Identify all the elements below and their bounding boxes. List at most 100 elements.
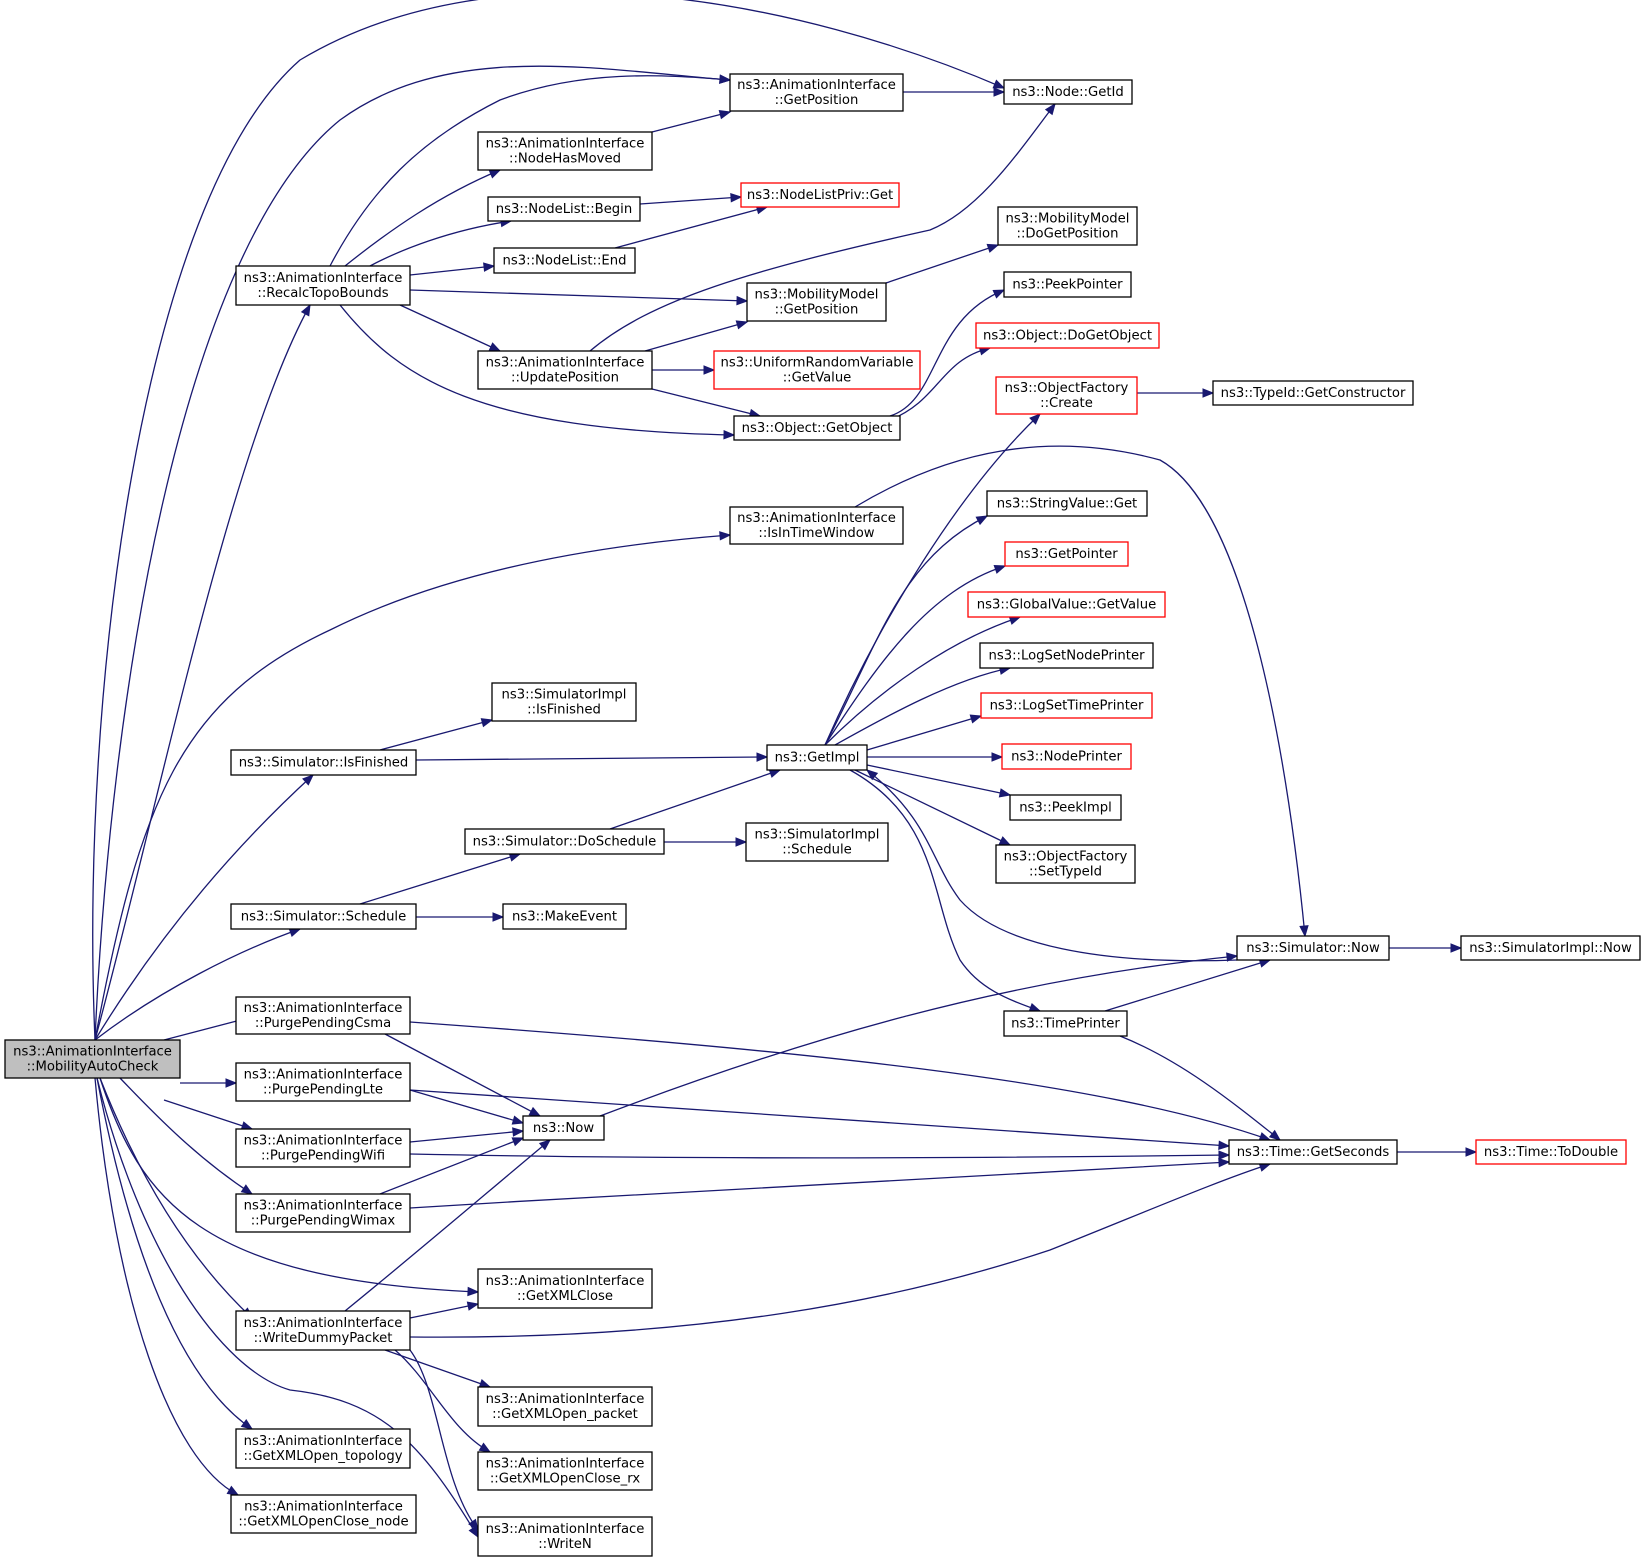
node-svg[interactable]: ns3::StringValue::Get bbox=[986, 490, 1148, 517]
node-siif[interactable]: ns3::SimulatorImpl::IsFinished bbox=[491, 682, 637, 722]
node-mac[interactable]: ns3::AnimationInterface::MobilityAutoChe… bbox=[4, 1039, 181, 1079]
node-box bbox=[1009, 794, 1122, 821]
node-gxc[interactable]: ns3::AnimationInterface::GetXMLClose bbox=[477, 1268, 653, 1309]
node-aigp[interactable]: ns3::AnimationInterface::GetPosition bbox=[729, 73, 904, 112]
node-label: ns3::AnimationInterface bbox=[486, 1457, 645, 1472]
node-mmgp[interactable]: ns3::MobilityModel::GetPosition bbox=[746, 282, 887, 322]
node-label: ns3::Node::GetId bbox=[1012, 85, 1124, 100]
node-up[interactable]: ns3::AnimationInterface::UpdatePosition bbox=[477, 350, 653, 390]
edge-nhm-to-aigp bbox=[651, 111, 731, 133]
node-ofc[interactable]: ns3::ObjectFactory::Create bbox=[995, 376, 1138, 415]
node-wdp[interactable]: ns3::AnimationInterface::WriteDummyPacke… bbox=[235, 1310, 411, 1351]
node-pp[interactable]: ns3::PeekPointer bbox=[1003, 271, 1132, 298]
node-nhm[interactable]: ns3::AnimationInterface::NodeHasMoved bbox=[477, 131, 653, 171]
node-wn[interactable]: ns3::AnimationInterface::WriteN bbox=[477, 1516, 653, 1557]
edge-ppwm-to-tgs bbox=[409, 1161, 1230, 1209]
edge-gi-to-lstp bbox=[866, 715, 982, 751]
node-now[interactable]: ns3::Now bbox=[522, 1115, 605, 1141]
node-gxocr[interactable]: ns3::AnimationInterface::GetXMLOpenClose… bbox=[477, 1451, 653, 1491]
node-box bbox=[1460, 935, 1641, 961]
node-nle[interactable]: ns3::NodeList::End bbox=[493, 247, 636, 274]
edge-mac-to-ppwf bbox=[163, 1099, 253, 1130]
edge-mac-to-aigp bbox=[94, 65, 731, 1041]
node-label: ns3::Time::GetSeconds bbox=[1237, 1145, 1390, 1160]
node-box bbox=[464, 828, 665, 855]
node-tp[interactable]: ns3::TimePrinter bbox=[1003, 1010, 1128, 1037]
node-snow[interactable]: ns3::Simulator::Now bbox=[1236, 935, 1390, 961]
node-gxot[interactable]: ns3::AnimationInterface::GetXMLOpen_topo… bbox=[235, 1428, 411, 1469]
edge-wdp-to-now bbox=[344, 1139, 551, 1312]
node-label: ns3::AnimationInterface bbox=[486, 356, 645, 371]
node-box bbox=[995, 376, 1138, 415]
edge-tp-to-snow bbox=[1104, 959, 1271, 1012]
node-label: ::GetXMLOpen_packet bbox=[492, 1407, 638, 1422]
node-box bbox=[1475, 1139, 1627, 1165]
node-box bbox=[995, 844, 1136, 884]
node-pi[interactable]: ns3::PeekImpl bbox=[1009, 794, 1122, 821]
node-ogo[interactable]: ns3::Object::GetObject bbox=[733, 415, 901, 441]
node-box bbox=[1212, 380, 1414, 406]
node-label: ns3::StringValue::Get bbox=[997, 497, 1137, 512]
node-sds[interactable]: ns3::Simulator::DoSchedule bbox=[464, 828, 665, 855]
node-gxocn[interactable]: ns3::AnimationInterface::GetXMLOpenClose… bbox=[230, 1494, 417, 1534]
node-me[interactable]: ns3::MakeEvent bbox=[502, 903, 627, 930]
edge-gi-to-lsnp bbox=[834, 667, 1011, 746]
node-box bbox=[235, 1128, 411, 1168]
node-ssch[interactable]: ns3::Simulator::Schedule bbox=[230, 903, 417, 930]
node-box bbox=[1003, 271, 1132, 298]
node-gvgv[interactable]: ns3::GlobalValue::GetValue bbox=[967, 591, 1166, 618]
node-ngi[interactable]: ns3::Node::GetId bbox=[1003, 79, 1133, 105]
edge-mac-to-gxot bbox=[96, 1077, 253, 1430]
node-ssif[interactable]: ns3::Simulator::IsFinished bbox=[230, 749, 417, 776]
edge-arrowhead bbox=[1044, 102, 1056, 116]
edge-arrowhead bbox=[993, 87, 1006, 97]
node-box bbox=[746, 282, 887, 322]
edge-arrowhead bbox=[511, 1115, 525, 1125]
node-box bbox=[975, 322, 1160, 349]
node-ofst[interactable]: ns3::ObjectFactory::SetTypeId bbox=[995, 844, 1136, 884]
node-box bbox=[729, 73, 904, 112]
node-nlb[interactable]: ns3::NodeList::Begin bbox=[487, 196, 641, 222]
node-ttd[interactable]: ns3::Time::ToDouble bbox=[1475, 1139, 1627, 1165]
node-ppwf[interactable]: ns3::AnimationInterface::PurgePendingWif… bbox=[235, 1128, 411, 1168]
node-label: ns3::AnimationInterface bbox=[244, 1316, 403, 1331]
node-tgs[interactable]: ns3::Time::GetSeconds bbox=[1228, 1139, 1398, 1165]
edge-wdp-to-gxc bbox=[409, 1303, 479, 1319]
edge-gi-to-svg bbox=[824, 515, 988, 746]
node-lstp[interactable]: ns3::LogSetTimePrinter bbox=[980, 692, 1153, 719]
node-label: ns3::AnimationInterface bbox=[486, 137, 645, 152]
node-odgo[interactable]: ns3::Object::DoGetObject bbox=[975, 322, 1160, 349]
edge-rtb-to-up bbox=[399, 304, 501, 352]
node-tgc[interactable]: ns3::TypeId::GetConstructor bbox=[1212, 380, 1414, 406]
node-ppl[interactable]: ns3::AnimationInterface::PurgePendingLte bbox=[235, 1062, 411, 1102]
node-label: ::GetValue bbox=[783, 371, 852, 386]
node-mmdgp[interactable]: ns3::MobilityModel::DoGetPosition bbox=[997, 206, 1138, 246]
node-box bbox=[477, 350, 653, 390]
edge-snow-to-gi bbox=[866, 769, 1238, 962]
node-label: ns3::AnimationInterface bbox=[486, 1522, 645, 1537]
node-urv[interactable]: ns3::UniformRandomVariable::GetValue bbox=[713, 350, 921, 390]
node-label: ::MobilityAutoCheck bbox=[27, 1060, 159, 1075]
node-np[interactable]: ns3::NodePrinter bbox=[1001, 743, 1132, 770]
node-iitw[interactable]: ns3::AnimationInterface::IsInTimeWindow bbox=[729, 506, 904, 545]
node-ppwm[interactable]: ns3::AnimationInterface::PurgePendingWim… bbox=[235, 1193, 411, 1233]
node-label: ::Schedule bbox=[782, 843, 852, 858]
node-label: ns3::TimePrinter bbox=[1011, 1017, 1120, 1032]
node-sisc[interactable]: ns3::SimulatorImpl::Schedule bbox=[745, 822, 889, 862]
node-label: ::WriteN bbox=[538, 1537, 592, 1552]
node-label: ns3::AnimationInterface bbox=[737, 511, 896, 526]
node-label: ns3::UniformRandomVariable bbox=[721, 356, 914, 371]
edge-arrowhead bbox=[1029, 413, 1041, 425]
node-lsnp[interactable]: ns3::LogSetNodePrinter bbox=[979, 642, 1154, 669]
node-sinow[interactable]: ns3::SimulatorImpl::Now bbox=[1460, 935, 1641, 961]
node-label: ns3::MobilityModel bbox=[755, 288, 879, 303]
node-gxop[interactable]: ns3::AnimationInterface::GetXMLOpen_pack… bbox=[477, 1386, 653, 1427]
node-rtb[interactable]: ns3::AnimationInterface::RecalcTopoBound… bbox=[235, 265, 411, 306]
edge-mac-to-wn bbox=[96, 1077, 479, 1538]
node-gi[interactable]: ns3::GetImpl bbox=[766, 744, 868, 771]
node-nlpg[interactable]: ns3::NodeListPriv::Get bbox=[740, 182, 900, 208]
node-ppc[interactable]: ns3::AnimationInterface::PurgePendingCsm… bbox=[235, 996, 411, 1035]
node-box bbox=[740, 182, 900, 208]
node-gp[interactable]: ns3::GetPointer bbox=[1004, 541, 1129, 567]
edge-mac-to-ssif bbox=[94, 774, 314, 1041]
